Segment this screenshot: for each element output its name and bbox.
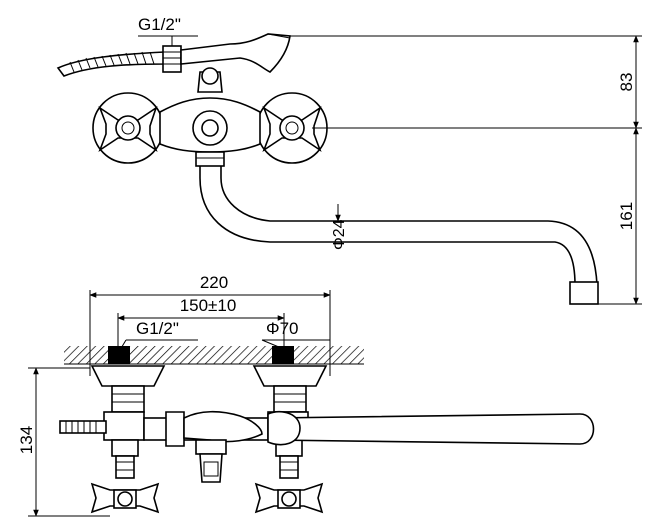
top-view: G1/2" [56,15,642,305]
spout-front [267,410,595,446]
front-view: 220 150±10 G1/2" Φ70 [17,273,595,517]
shower-hose [56,45,182,77]
dim-220: 220 [89,273,331,376]
dim-134-text: 134 [17,426,36,454]
dim-150-text: 150±10 [180,296,237,315]
right-wall-inlet [272,346,294,364]
left-handle-top [92,92,164,164]
dim-150: 150±10 [117,296,285,346]
dim-161-text: 161 [617,202,636,230]
diverter-lever [180,33,291,73]
diverter-lever-front [165,410,263,483]
diverter-knob [201,67,219,85]
right-handle-front [254,482,324,514]
top-thread-label-text: G1/2" [138,15,181,34]
dim-220-text: 220 [200,273,228,292]
right-handle-top [256,92,328,164]
top-thread-label: G1/2" [138,15,198,46]
dim-83: 83 [617,35,639,129]
left-handle-front [90,482,160,514]
front-hose [59,420,107,434]
spout-top [199,166,599,305]
flange-diameter-label: Φ70 [261,319,330,351]
front-thread-label: G1/2" [119,319,198,351]
front-thread-text: G1/2" [136,319,179,338]
pipe-diameter-text: Φ24 [331,219,348,250]
dim-83-text: 83 [617,73,636,92]
dim-161: 161 [617,127,639,305]
flange-diameter-text: Φ70 [266,319,298,338]
dim-134: 134 [17,367,110,517]
left-wall-inlet [108,346,130,364]
mixer-body-top [159,97,261,167]
pipe-diameter-label: Φ24 [331,204,348,250]
